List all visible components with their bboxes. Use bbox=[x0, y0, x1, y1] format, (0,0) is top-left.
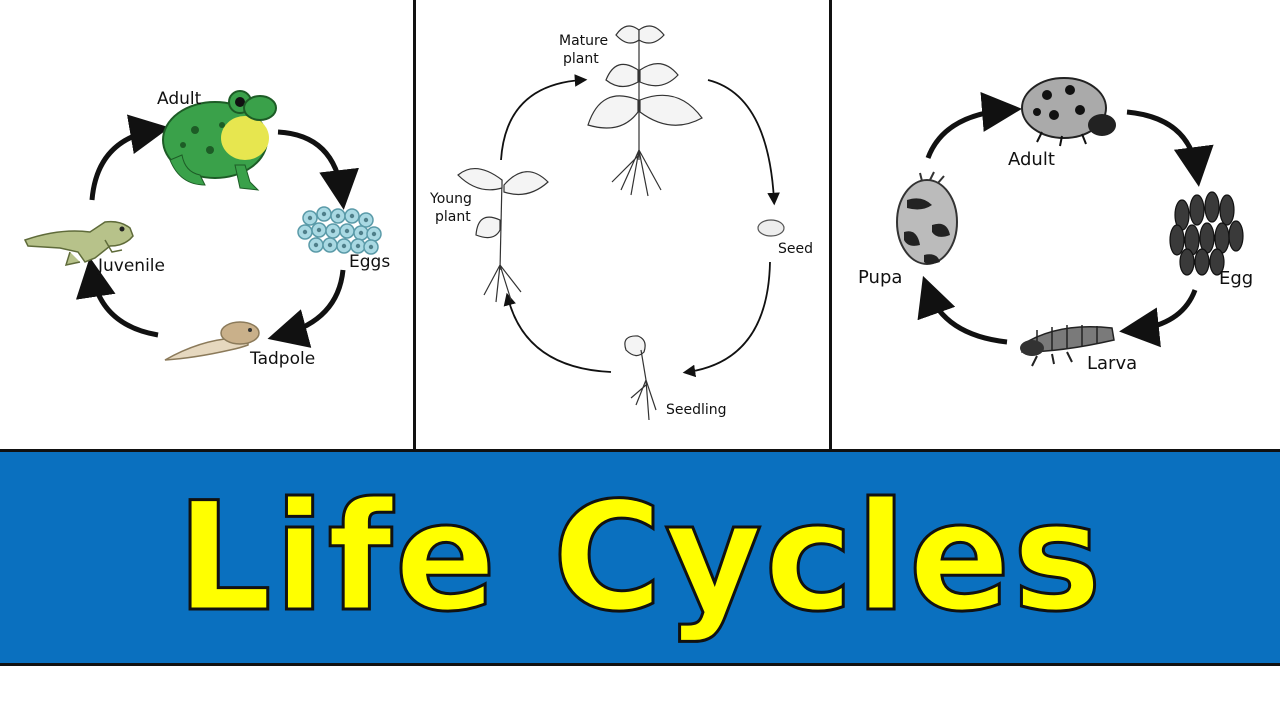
mature-plant-label-line1: Mature bbox=[559, 33, 609, 49]
arrow-adult-to-eggs bbox=[277, 129, 359, 210]
frog-tadpole-label: Tadpole bbox=[250, 349, 316, 369]
seedling-label: Seedling bbox=[666, 402, 727, 418]
frog-eggs-label: Eggs bbox=[349, 252, 391, 272]
frog-egg-yolks bbox=[302, 211, 377, 250]
ladybug-life-cycle-panel: Adult Egg Larva Pupa bbox=[832, 0, 1280, 449]
frog-adult-label: Adult bbox=[157, 89, 202, 109]
panel-divider-left bbox=[413, 0, 416, 449]
arrow-tadpole-to-juvenile bbox=[75, 257, 159, 338]
arrow-mature-to-seed bbox=[707, 79, 780, 206]
arrow-adult-to-egg bbox=[1126, 109, 1214, 187]
arrow-eggs-to-tadpole bbox=[267, 269, 346, 348]
ladybug-larva-label: Larva bbox=[1087, 353, 1138, 374]
title-banner: Life Cycles bbox=[0, 449, 1280, 666]
young-plant-label-line1: Young bbox=[430, 191, 472, 207]
title-container: Life Cycles bbox=[0, 452, 1280, 663]
panel-divider-right bbox=[829, 0, 832, 449]
frog-juvenile-label: Juvenile bbox=[98, 256, 165, 276]
arrow-seed-to-seedling bbox=[682, 261, 771, 378]
mature-plant-image bbox=[587, 25, 703, 197]
seedling-image bbox=[624, 335, 657, 421]
frog-eggs-image bbox=[297, 206, 382, 255]
arrow-seedling-to-young bbox=[503, 292, 612, 373]
frog-life-cycle-panel: Adult Eggs Tadpole Juvenile bbox=[0, 0, 413, 449]
frog-diagram bbox=[23, 90, 382, 361]
seed-image bbox=[757, 219, 785, 237]
ladybug-diagram bbox=[896, 77, 1244, 367]
plant-life-cycle-panel: Mature plant Seed Seedling Young plant bbox=[416, 0, 829, 449]
pupa-image bbox=[896, 171, 958, 265]
young-plant-label-line2: plant bbox=[435, 209, 471, 225]
arrow-pupa-to-adult bbox=[925, 92, 1022, 159]
arrow-young-to-mature bbox=[500, 74, 588, 161]
arrow-larva-to-pupa bbox=[917, 275, 1008, 345]
seed-label: Seed bbox=[778, 241, 813, 257]
mature-plant-label-line2: plant bbox=[563, 51, 599, 67]
ladybug-pupa-label: Pupa bbox=[858, 267, 903, 288]
plant-diagram bbox=[457, 25, 785, 421]
tadpole-image bbox=[164, 321, 260, 361]
juvenile-frog-image bbox=[23, 220, 134, 267]
ladybug-eggs-image bbox=[1169, 191, 1244, 276]
ladybug-adult-label: Adult bbox=[1008, 149, 1055, 170]
adult-frog-image bbox=[162, 90, 277, 191]
ladybug-egg-label: Egg bbox=[1219, 268, 1254, 289]
larva-image bbox=[1020, 325, 1115, 367]
young-plant-image bbox=[457, 168, 549, 303]
arrow-juvenile-to-adult bbox=[89, 114, 170, 201]
page-title: Life Cycles bbox=[175, 469, 1104, 646]
arrow-egg-to-larva bbox=[1119, 289, 1198, 348]
adult-ladybug-image bbox=[1021, 77, 1116, 147]
